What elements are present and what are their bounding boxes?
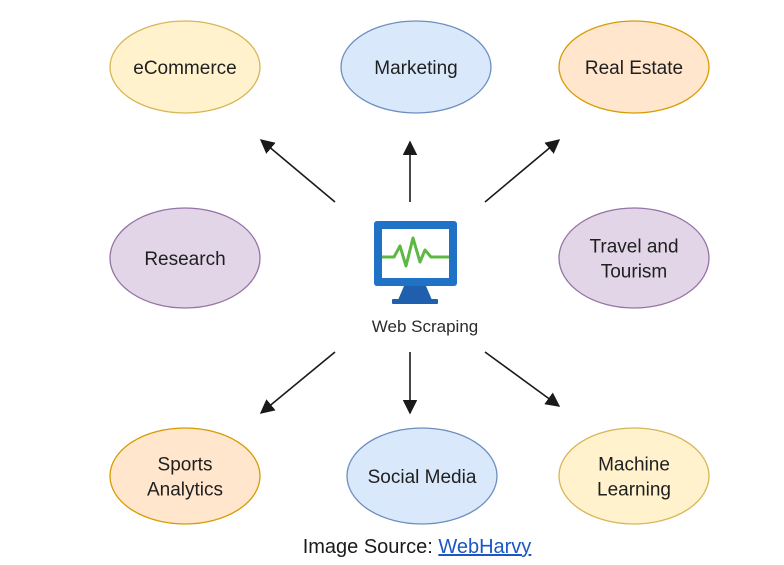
node-social-media-ellipse [346, 427, 498, 525]
node-marketing-ellipse [340, 20, 492, 114]
node-social-media: Social Media [346, 427, 498, 525]
node-research: Research [109, 207, 261, 309]
caption-prefix: Image Source: [302, 536, 439, 558]
monitor-heartbeat-icon [374, 221, 457, 304]
node-travel-tourism-ellipse [558, 207, 710, 309]
node-marketing-label-1: Marketing [374, 58, 457, 79]
node-social-media-label-1: Social Media [368, 467, 477, 488]
node-sports-analytics-label-2: Analytics [147, 480, 223, 501]
webharvy-link[interactable]: WebHarvy [438, 536, 532, 558]
node-machine-learning-label-1: Machine [598, 455, 670, 476]
node-sports-analytics-label-1: Sports [158, 455, 213, 476]
arrow-to-real-estate [484, 139, 561, 203]
node-ecommerce-label-1: eCommerce [133, 58, 236, 79]
node-real-estate-label-1: Real Estate [585, 58, 683, 79]
node-ecommerce: eCommerce [109, 20, 261, 114]
node-research-label-1: Research [144, 249, 225, 270]
arrow-to-sports-analytics [259, 351, 336, 414]
arrow-to-ecommerce [259, 139, 336, 203]
node-research-ellipse [109, 207, 261, 309]
arrows-group [259, 139, 561, 415]
node-real-estate: Real Estate [558, 20, 710, 114]
node-travel-tourism-label-1: Travel and [589, 237, 678, 258]
node-marketing: Marketing [340, 20, 492, 114]
node-machine-learning-ellipse [558, 427, 710, 525]
node-ecommerce-ellipse [109, 20, 261, 114]
image-source-caption: Image Source: WebHarvy [25, 536, 784, 559]
center-label: Web Scraping [372, 317, 478, 336]
node-sports-analytics-ellipse [109, 427, 261, 525]
node-machine-learning-label-2: Learning [597, 480, 671, 501]
arrow-to-machine-learning [484, 351, 561, 407]
node-travel-tourism-label-2: Tourism [601, 262, 668, 283]
node-real-estate-ellipse [558, 20, 710, 114]
